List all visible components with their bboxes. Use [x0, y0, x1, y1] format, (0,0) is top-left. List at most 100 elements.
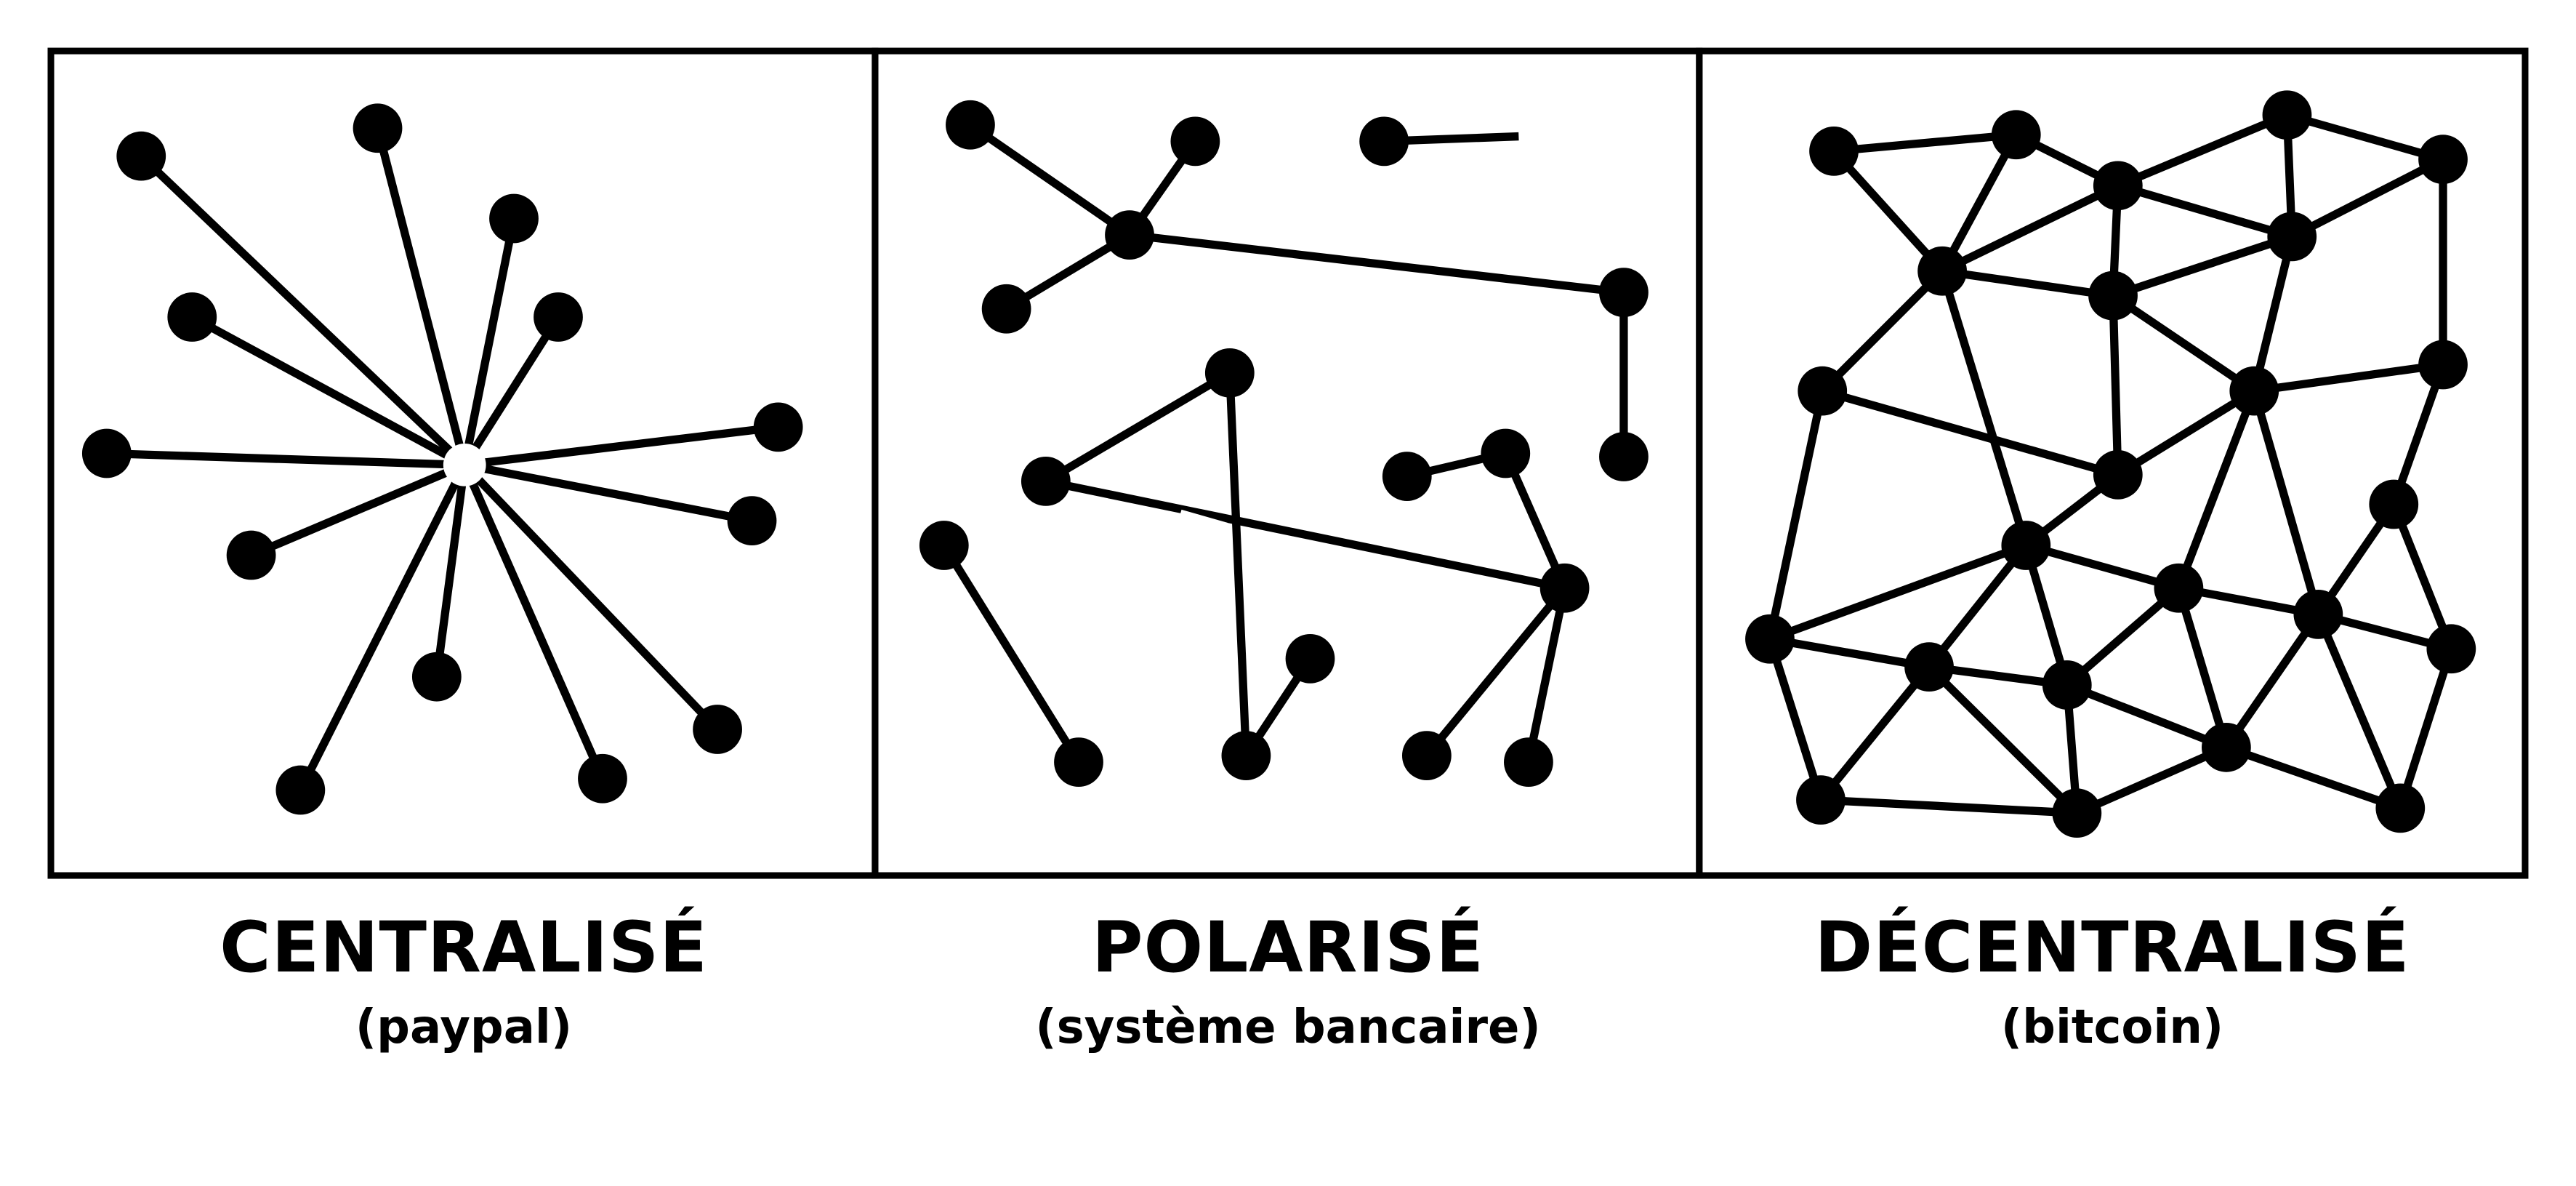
node-centralized-9: [411, 652, 462, 702]
edges-centralized: [106, 127, 779, 793]
edge-decentralized-41: [1817, 664, 1933, 803]
link-gap-0: [1453, 282, 1508, 308]
edge-polarized-10: [940, 543, 1082, 765]
edge-decentralized-24: [2250, 390, 2322, 616]
edge-decentralized-50: [1768, 541, 2028, 644]
edge-centralized-1: [374, 127, 469, 466]
edge-centralized-10: [462, 462, 721, 732]
nodes-layer: [81, 90, 2476, 838]
edge-centralized-0: [138, 153, 468, 468]
node-polarized-5: [1599, 268, 1649, 318]
node-polarized-1: [1170, 116, 1220, 167]
node-decentralized-14: [2154, 563, 2204, 613]
node-decentralized-10: [2229, 366, 2279, 416]
edge-polarized-6: [1043, 369, 1232, 485]
caption-title-centralized: CENTRALISÉ: [220, 907, 708, 988]
edge-centralized-5: [106, 449, 465, 469]
node-decentralized-8: [2418, 340, 2468, 390]
caption-decentralized: DÉCENTRALISÉ (bitcoin): [1702, 907, 2523, 1060]
hub-node-centralized: [443, 443, 486, 486]
edge-centralized-2: [460, 217, 518, 466]
edge-decentralized-47: [1820, 796, 2077, 817]
edge-centralized-9: [432, 464, 469, 678]
node-centralized-8: [226, 530, 276, 580]
node-decentralized-1: [1991, 110, 2041, 160]
edge-decentralized-3: [2285, 111, 2444, 164]
node-polarized-11: [1481, 428, 1531, 478]
node-centralized-12: [578, 753, 627, 804]
edge-decentralized-30: [1821, 387, 2120, 479]
edge-decentralized-34: [2174, 587, 2231, 749]
node-polarized-7: [1204, 348, 1255, 398]
edge-decentralized-27: [2024, 541, 2180, 593]
edge-decentralized-6: [1940, 182, 2120, 275]
edge-decentralized-37: [2396, 647, 2455, 810]
edge-decentralized-33: [2064, 585, 2182, 689]
edge-centralized-11: [297, 462, 469, 793]
node-decentralized-0: [1809, 127, 1859, 176]
edge-decentralized-35: [2223, 612, 2322, 750]
node-polarized-2: [1105, 210, 1154, 260]
node-polarized-16: [1401, 731, 1452, 780]
edge-polarized-14: [1524, 587, 1569, 764]
node-polarized-4: [1359, 116, 1409, 167]
node-decentralized-23: [2375, 783, 2426, 833]
edge-polarized-8: [1225, 372, 1251, 756]
nodes-polarized: [919, 100, 1649, 788]
edge-decentralized-5: [1939, 132, 2020, 273]
edge-decentralized-4: [1830, 148, 1946, 274]
node-polarized-17: [1504, 737, 1553, 788]
edge-decentralized-38: [1768, 635, 1931, 671]
node-decentralized-7: [2267, 212, 2317, 262]
node-polarized-8: [1021, 457, 1071, 506]
node-decentralized-4: [2418, 135, 2468, 185]
caption-title-decentralized: DÉCENTRALISÉ: [1814, 907, 2410, 988]
edge-decentralized-45: [2075, 743, 2229, 817]
edge-decentralized-12: [1941, 267, 2114, 300]
edge-centralized-8: [249, 461, 467, 559]
node-polarized-9: [919, 521, 969, 570]
edge-centralized-7: [464, 460, 753, 525]
nodes-decentralized: [1745, 90, 2476, 838]
node-decentralized-15: [2293, 589, 2343, 639]
node-centralized-6: [753, 402, 803, 452]
edges-layer: [106, 111, 2455, 817]
node-decentralized-3: [2262, 90, 2312, 140]
node-polarized-15: [1221, 731, 1271, 780]
edge-decentralized-48: [1938, 270, 2030, 547]
edge-decentralized-42: [1926, 664, 2080, 817]
edge-decentralized-26: [2390, 502, 2455, 651]
edge-decentralized-44: [2065, 681, 2228, 752]
node-decentralized-9: [1798, 366, 1848, 416]
node-polarized-13: [1285, 633, 1335, 684]
edge-decentralized-21: [2115, 387, 2257, 478]
edge-decentralized-36: [2314, 612, 2404, 810]
node-centralized-1: [353, 103, 403, 153]
panel-frames: [47, 47, 2529, 879]
panel-frame-polarized: [872, 47, 1703, 879]
node-decentralized-20: [2202, 722, 2251, 772]
edge-centralized-6: [464, 422, 779, 469]
caption-centralized: CENTRALISÉ (paypal): [53, 907, 874, 1060]
edge-decentralized-0: [1833, 130, 2017, 156]
edge-decentralized-2: [2116, 111, 2289, 190]
edge-centralized-3: [190, 313, 467, 469]
edge-decentralized-18: [2110, 292, 2257, 395]
node-polarized-12: [1539, 563, 1590, 613]
node-decentralized-19: [2042, 660, 2092, 710]
edge-decentralized-13: [2112, 232, 2294, 300]
edge-decentralized-40: [1766, 638, 1825, 801]
node-decentralized-11: [2093, 449, 2143, 500]
node-centralized-5: [81, 428, 132, 478]
edge-decentralized-14: [2250, 236, 2296, 393]
node-decentralized-2: [2093, 161, 2143, 211]
edge-decentralized-23: [2175, 389, 2258, 590]
node-decentralized-6: [2088, 271, 2138, 321]
nodes-centralized: [81, 103, 803, 815]
node-centralized-11: [275, 765, 326, 815]
node-decentralized-13: [2369, 479, 2419, 529]
edge-centralized-12: [461, 463, 607, 781]
edge-polarized-13: [1423, 585, 1568, 758]
edge-decentralized-20: [2389, 363, 2447, 506]
